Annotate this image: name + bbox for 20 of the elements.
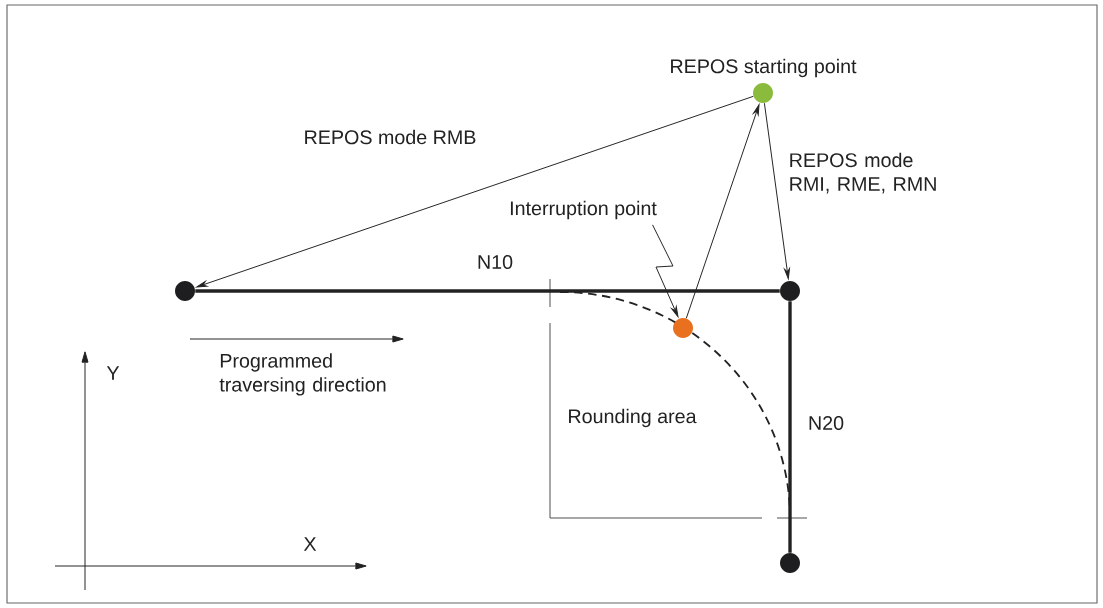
- edge-label: N20: [806, 414, 846, 432]
- text-label: Programmed traversing direction: [219, 353, 386, 396]
- annotation-text: Interruption point: [510, 200, 657, 220]
- edge-label: REPOS mode RMI, RME, RMN: [787, 151, 949, 195]
- point-dot: [780, 281, 800, 301]
- arrow: [685, 104, 760, 319]
- point-dot: [673, 318, 693, 338]
- lightning-arrow: [652, 224, 679, 318]
- path-line: [788, 301, 792, 553]
- point-label: REPOS starting point: [671, 58, 857, 78]
- point-dot: [780, 553, 800, 573]
- arrow: [196, 95, 754, 288]
- text-label: Y: [106, 366, 120, 380]
- point-dot: [175, 281, 195, 301]
- edge-label: N10: [475, 253, 515, 271]
- text-label: Rounding area: [569, 408, 697, 428]
- path-line: [195, 289, 780, 293]
- arrow: [763, 102, 790, 280]
- edge-label: REPOS mode RMB: [302, 128, 478, 146]
- text-label: X: [303, 537, 317, 551]
